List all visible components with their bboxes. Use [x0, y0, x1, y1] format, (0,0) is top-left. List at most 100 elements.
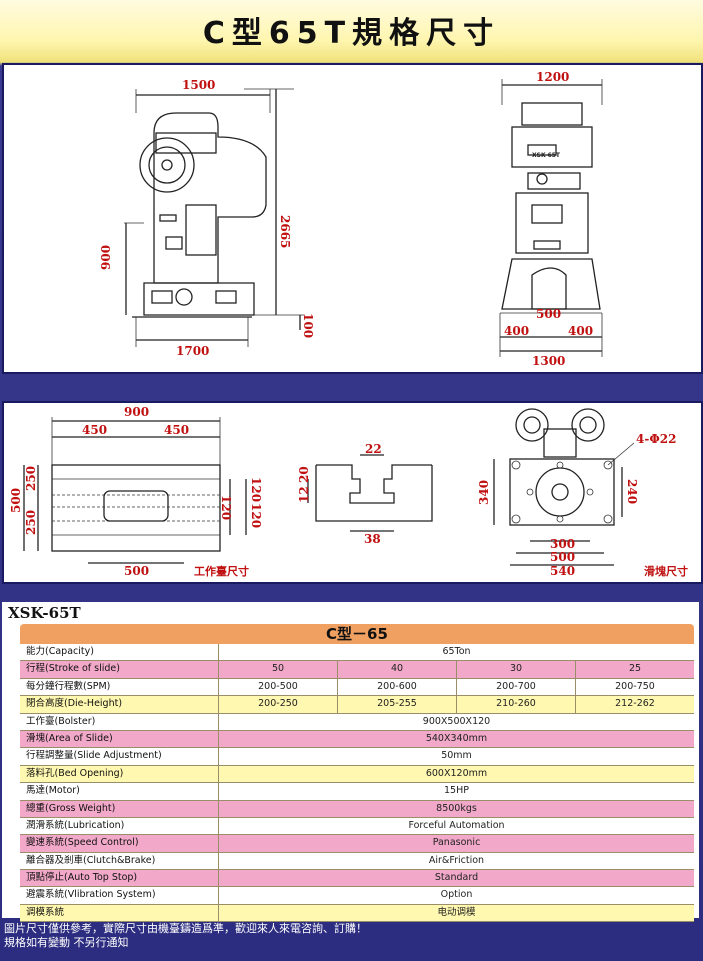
spec-row: 避震系統(Vlibration System)Option [20, 887, 694, 905]
spec-value: 200-700 [457, 678, 576, 696]
spec-row: 调模系統 电动调模 [20, 904, 694, 923]
spec-row: 頂點停止(Auto Top Stop) Standard [20, 870, 694, 888]
spec-value: 212-262 [615, 698, 655, 710]
spec-row: 行程調整量(Slide Adjustment) 50mm [20, 748, 694, 766]
dim-900: 900 [99, 245, 113, 270]
dim-2665: 2665 [278, 215, 292, 248]
spec-label: 调模系統 [20, 904, 219, 922]
spec-label: 變速系統(Speed Control) [20, 835, 219, 852]
slide-view [493, 408, 635, 566]
t-slot-view [307, 454, 433, 532]
spec-value: 210-260 [457, 696, 576, 713]
spec-header: C型－65 [20, 624, 694, 644]
spec-value: 200-750 [615, 680, 655, 692]
dim-12: 12 [297, 486, 311, 503]
footer-line-2: 規格如有變動 不另行通知 [4, 936, 129, 949]
dim-1200: 1200 [536, 70, 569, 84]
spec-value: 200-250 [219, 696, 338, 713]
dim-500: 500 [536, 307, 561, 321]
spec-value: 540X340mm [425, 732, 488, 744]
dim-100: 100 [301, 313, 315, 338]
spec-label: 滑塊(Area of Slide) [20, 730, 219, 748]
spec-label: 能力(Capacity) [20, 644, 219, 661]
spec-value: 30 [457, 661, 576, 678]
dim-1300: 1300 [532, 354, 565, 368]
spec-value: 8500kgs [436, 802, 477, 814]
spec-value: 40 [338, 661, 457, 678]
spec-value: 200-500 [219, 678, 338, 696]
spec-row: 滑塊(Area of Slide) 540X340mm [20, 730, 694, 749]
dim-450-right: 450 [164, 423, 189, 437]
dim-500-vertical: 500 [9, 488, 23, 513]
spec-value: 65Ton [442, 646, 471, 657]
spec-row: 總重(Gross Weight) 8500kgs [20, 800, 694, 818]
bolster-view [23, 417, 247, 564]
dim-38: 38 [364, 532, 381, 546]
dim-22: 22 [365, 442, 382, 456]
spec-table: C型－65 能力(Capacity) 65Ton 行程(Stroke of slid… [20, 624, 694, 923]
spec-value: Option [440, 889, 473, 901]
dim-500: 500 [550, 550, 575, 564]
spec-value: Forceful Automation [408, 819, 505, 831]
dim-450-left: 450 [82, 423, 107, 437]
dim-400-left: 400 [504, 324, 529, 338]
spec-value: 50 [219, 661, 338, 678]
bolster-caption: 工作臺尺寸 [194, 564, 249, 578]
dim-340: 340 [477, 480, 491, 505]
dim-400-right: 400 [568, 324, 593, 338]
dim-250-bottom: 250 [24, 510, 38, 535]
spec-value: 50mm [441, 750, 472, 762]
dim-250-top: 250 [24, 466, 38, 491]
side-view [124, 88, 304, 347]
nameplate: XSK-65T [532, 152, 561, 159]
spec-label: 離合器及剎車(Clutch&Brake) [20, 852, 219, 870]
spec-value: 900X500X120 [422, 715, 491, 727]
footer-line-1: 圖片尺寸僅供參考，實際尺寸由機臺鑄造爲準，歡迎來人來電咨詢、訂購！ [4, 922, 367, 935]
spec-value: Air&Friction [428, 854, 485, 866]
spec-value: Standard [434, 872, 479, 884]
spec-label: 落料孔(Bed Opening) [20, 765, 219, 783]
dim-300: 300 [550, 537, 575, 551]
spec-label: 頂點停止(Auto Top Stop) [20, 870, 219, 887]
spec-label: 閉合高度(Die-Height) [20, 696, 219, 713]
spec-label: 行程調整量(Slide Adjustment) [20, 748, 219, 765]
page-title: C型65T規格尺寸 [202, 16, 501, 51]
dim-120-a: 120 [249, 477, 263, 502]
dim-1700: 1700 [176, 344, 209, 358]
dim-1500: 1500 [182, 78, 215, 92]
spec-label: 潤滑系統(Lubrication) [20, 817, 219, 835]
spec-row: 落料孔(Bed Opening) 600X120mm [20, 765, 694, 784]
spec-row: 潤滑系統(Lubrication) Forceful Automation [20, 817, 694, 836]
dim-240: 240 [625, 479, 639, 504]
spec-value: 600X120mm [425, 767, 488, 779]
model-name: XSK-65T [8, 604, 81, 622]
spec-value: 电动调模 [437, 906, 476, 918]
spec-value: 205-255 [338, 696, 457, 713]
slide-caption: 滑塊尺寸 [644, 564, 688, 578]
spec-row: 能力(Capacity) 65Ton [20, 644, 694, 662]
bolster-drawing: 900 450 450 250 250 500 120 120 120 500 … [9, 405, 688, 578]
front-view [499, 79, 603, 357]
spec-value: 25 [628, 663, 642, 675]
spec-row: 變速系統(Speed Control) Panasonic [20, 835, 694, 853]
machine-drawing: 1500 2665 900 100 1700 1200 500 400 400 … [99, 70, 603, 368]
spec-panel: XSK-65T C型－65 能力(Capacity) 65Ton 行程(Stroke… [2, 602, 699, 923]
spec-label: 每分鐘行程數(SPM) [20, 678, 219, 696]
machine-drawing-panel: 1500 2665 900 100 1700 1200 500 400 400 … [2, 63, 703, 374]
spec-label: 總重(Gross Weight) [20, 800, 219, 817]
spec-value: Panasonic [432, 837, 481, 849]
dim-500-bottom: 500 [124, 564, 149, 578]
spec-row: 馬達(Motor) 15HP [20, 783, 694, 801]
spec-row: 工作臺(Bolster)900X500X120 [20, 713, 694, 731]
bolster-drawing-panel: 900 450 450 250 250 500 120 120 120 500 … [2, 401, 703, 584]
spec-label: 行程(Stroke of slide) [20, 661, 219, 678]
footer-notes: 圖片尺寸僅供參考，實際尺寸由機臺鑄造爲準，歡迎來人來電咨詢、訂購！ 規格如有變動… [4, 922, 367, 950]
spec-label: 馬達(Motor) [20, 783, 219, 800]
spec-value: 200-600 [338, 678, 457, 696]
spec-value: 15HP [444, 785, 469, 797]
dim-900: 900 [124, 405, 149, 419]
